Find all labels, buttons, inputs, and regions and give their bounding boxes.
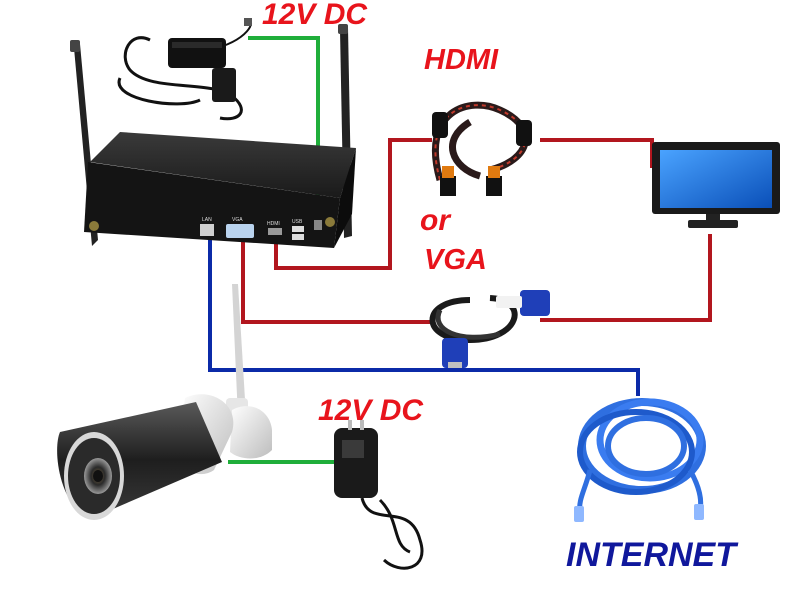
vga-port-label: VGA [232, 217, 243, 223]
vga-cable [429, 290, 550, 368]
lan-port [200, 224, 214, 236]
hdmi-label: HDMI [424, 44, 499, 76]
vga-port [226, 224, 254, 238]
network-wire [208, 236, 640, 396]
vga-label: VGA [424, 244, 487, 276]
hdmi-port [268, 228, 282, 235]
nvr-recorder [70, 24, 356, 248]
usb-port-1 [292, 226, 304, 232]
power-port [314, 220, 322, 230]
usb-port-label: USB [292, 219, 303, 225]
power-label-camera: 12V DC [318, 394, 424, 427]
usb-port-2 [292, 234, 304, 240]
vga-wire [241, 236, 430, 324]
ethernet-cable [574, 398, 706, 522]
power-label-top: 12V DC [262, 0, 368, 31]
hdmi-port-label: HDMI [267, 221, 280, 227]
wifi-camera [57, 284, 272, 520]
or-label: or [420, 204, 450, 237]
hdmi-wire-monitor [540, 138, 654, 168]
hdmi-cable [431, 101, 532, 196]
lan-port-label: LAN [202, 217, 212, 223]
power-adapter-top [117, 18, 253, 121]
vga-wire-monitor [540, 234, 712, 322]
internet-label: INTERNET [566, 536, 736, 574]
power-adapter-camera [334, 420, 424, 570]
monitor [652, 142, 780, 228]
hdmi-wire [274, 138, 432, 270]
